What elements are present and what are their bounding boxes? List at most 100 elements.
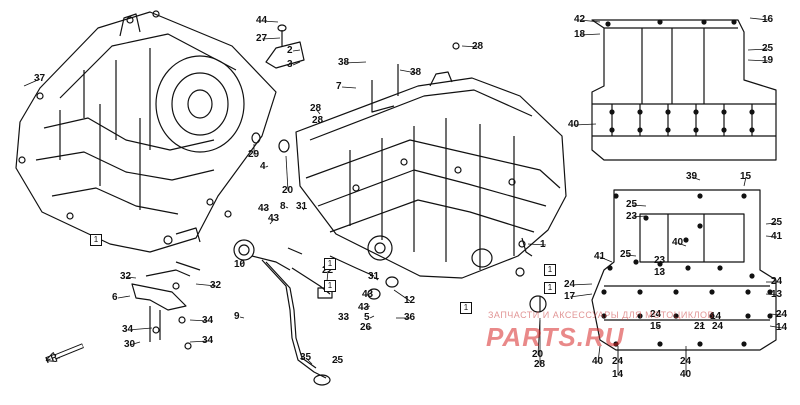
leader-line (261, 37, 281, 40)
part-callout: 24 (612, 356, 624, 367)
leader-line (399, 69, 417, 74)
bolt-marker (697, 341, 703, 347)
leader-line (127, 327, 153, 331)
part-callout: 9 (234, 311, 240, 322)
part-callout: 14 (612, 369, 624, 380)
leader-line (769, 325, 783, 329)
bolt-marker (749, 109, 755, 115)
leader-line (189, 340, 209, 343)
leader-line (573, 123, 597, 126)
part-callout: 19 (762, 55, 774, 66)
part-callout: 13 (654, 267, 666, 278)
leader-line (315, 108, 321, 115)
part-callout: 28 (312, 115, 324, 126)
part-callout: 43 (358, 302, 370, 313)
bolt-marker (673, 313, 679, 319)
part-callout: 3 (287, 59, 293, 70)
leader-line (285, 206, 289, 209)
bolt-marker (693, 109, 699, 115)
part-callout: 34 (202, 335, 214, 346)
leader-line (292, 49, 301, 52)
part-callout: 42 (574, 14, 586, 25)
bolt-marker (607, 265, 613, 271)
leader-line (631, 204, 647, 207)
part-callout: 24 (564, 279, 576, 290)
reference-box: 1 (544, 282, 556, 294)
part-callout: 40 (592, 356, 604, 367)
watermark-brand: PARTS.RU (486, 322, 625, 352)
part-callout: 14 (776, 322, 788, 333)
part-callout: 37 (34, 73, 46, 84)
upper-crankcase (15, 10, 277, 253)
part-callout: 18 (574, 29, 586, 40)
bolt-marker (749, 273, 755, 279)
leader-line (631, 215, 647, 218)
part-callout: 34 (122, 324, 134, 335)
part-callout: 10 (234, 259, 246, 270)
bolt-marker (767, 289, 773, 295)
leader-line (655, 314, 659, 317)
part-callout: 30 (124, 339, 136, 350)
bolt-marker (657, 19, 663, 25)
leader-line (239, 316, 245, 319)
reference-box: 1 (324, 280, 336, 292)
part-callout: 31 (368, 271, 380, 282)
bolt-marker (709, 289, 715, 295)
leader-line (769, 313, 783, 316)
leader-line (373, 276, 379, 281)
reference-box: 1 (460, 302, 472, 314)
leader-line (317, 120, 321, 123)
part-callout: 23 (626, 211, 638, 222)
part-callout: 39 (686, 171, 698, 182)
bolt-marker (657, 261, 663, 267)
bolt-marker (767, 313, 773, 319)
leader-line (749, 17, 769, 21)
part-callout: 43 (268, 213, 280, 224)
bolt-marker (609, 127, 615, 133)
leader-line (23, 78, 41, 87)
bolt-marker (697, 193, 703, 199)
part-callout: 31 (296, 201, 308, 212)
leader-line (579, 33, 601, 36)
leader-line (117, 295, 131, 299)
leader-line (527, 243, 547, 246)
bolt-marker (745, 313, 751, 319)
leader-line (747, 48, 769, 51)
bolt-marker (749, 127, 755, 133)
part-callout: 8 (280, 201, 286, 212)
part-callout: 26 (360, 322, 372, 333)
part-callout: 41 (771, 231, 783, 242)
front-arrow-icon (44, 343, 85, 363)
leader-line (341, 86, 357, 89)
part-callout: 12 (404, 295, 416, 306)
crankcase-side-view (591, 19, 777, 161)
crankcase-bottom-view (591, 189, 777, 351)
part-callout: 1 (540, 239, 546, 250)
part-callout: 2 (287, 45, 293, 56)
leader-line (699, 323, 705, 328)
lower-crankcase (295, 71, 567, 279)
reference-box: 1 (324, 258, 336, 270)
bolt-marker (613, 341, 619, 347)
leader-line (269, 218, 275, 225)
part-callout: 16 (762, 14, 774, 25)
leader-line (367, 291, 373, 296)
part-callout: 14 (710, 311, 722, 322)
bolt-marker (665, 127, 671, 133)
part-callout: 43 (258, 203, 270, 214)
leader-line (461, 45, 479, 48)
leader-line (569, 293, 593, 298)
leader-line (677, 242, 687, 247)
leader-line (305, 357, 313, 365)
leader-line (569, 283, 593, 286)
bolt-marker (731, 19, 737, 25)
leader-line (265, 165, 269, 168)
part-callout: 25 (332, 355, 344, 366)
leader-line (189, 319, 209, 322)
bolt-marker (701, 19, 707, 25)
bolt-marker (637, 109, 643, 115)
part-callout: 44 (256, 15, 268, 26)
part-callout: 38 (338, 57, 350, 68)
leader-line (369, 315, 375, 319)
leader-line (659, 260, 663, 263)
